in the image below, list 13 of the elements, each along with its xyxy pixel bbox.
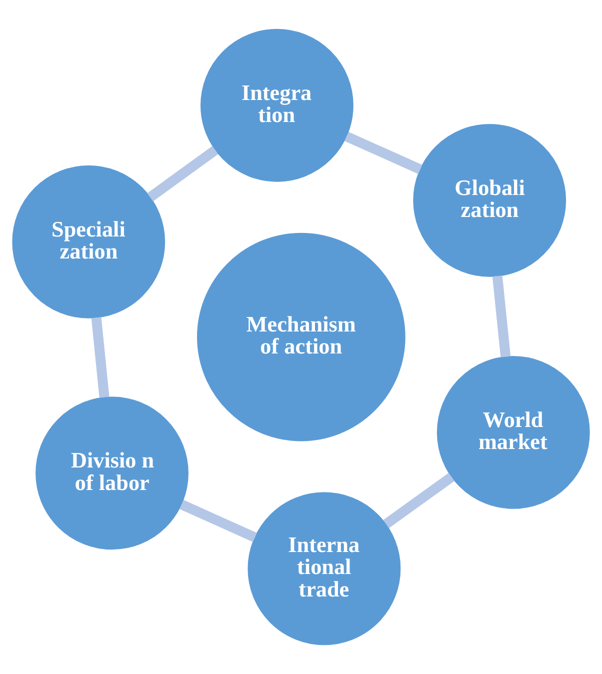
node-circle: Globali zation xyxy=(413,124,566,277)
node-circle: Speciali zation xyxy=(12,165,166,318)
connector xyxy=(179,500,257,542)
connector xyxy=(91,317,110,398)
node-circle: World market xyxy=(436,356,590,509)
connector xyxy=(383,472,454,528)
node-circle: Mechanism of action xyxy=(197,232,406,442)
node-circle: Divisio n of labor xyxy=(36,396,188,550)
connector xyxy=(344,132,422,174)
node-circle: Interna tional trade xyxy=(248,492,401,646)
connector xyxy=(492,275,511,358)
node-circle: Integra tion xyxy=(200,28,354,182)
connector xyxy=(147,146,218,202)
